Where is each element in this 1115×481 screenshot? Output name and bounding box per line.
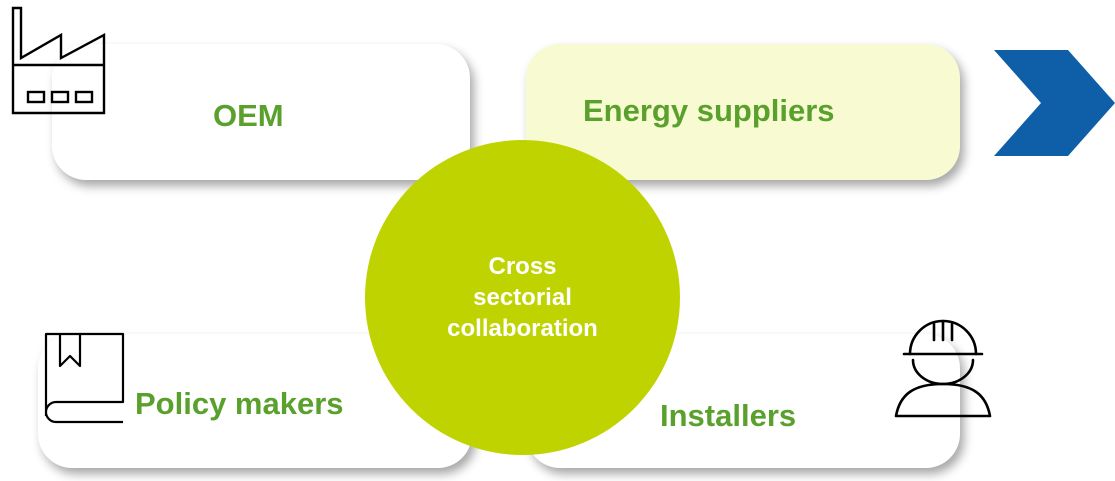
worker-icon <box>894 319 992 418</box>
center-line-3: collaboration <box>447 315 598 343</box>
energy-suppliers-box: Energy suppliers <box>526 44 960 180</box>
installers-label: Installers <box>660 398 797 433</box>
book-icon <box>44 332 125 424</box>
center-line-2: sectorial <box>473 283 572 311</box>
policy-makers-label: Policy makers <box>135 386 344 421</box>
center-line-1: Cross <box>488 252 557 280</box>
center-circle: Cross sectorial collaboration <box>365 140 680 455</box>
factory-icon <box>11 6 106 115</box>
center-text: Cross sectorial collaboration <box>423 251 623 345</box>
chevron-right-icon <box>994 50 1115 156</box>
energy-suppliers-label: Energy suppliers <box>583 93 835 128</box>
oem-box: OEM <box>52 44 470 180</box>
oem-label: OEM <box>213 98 284 133</box>
